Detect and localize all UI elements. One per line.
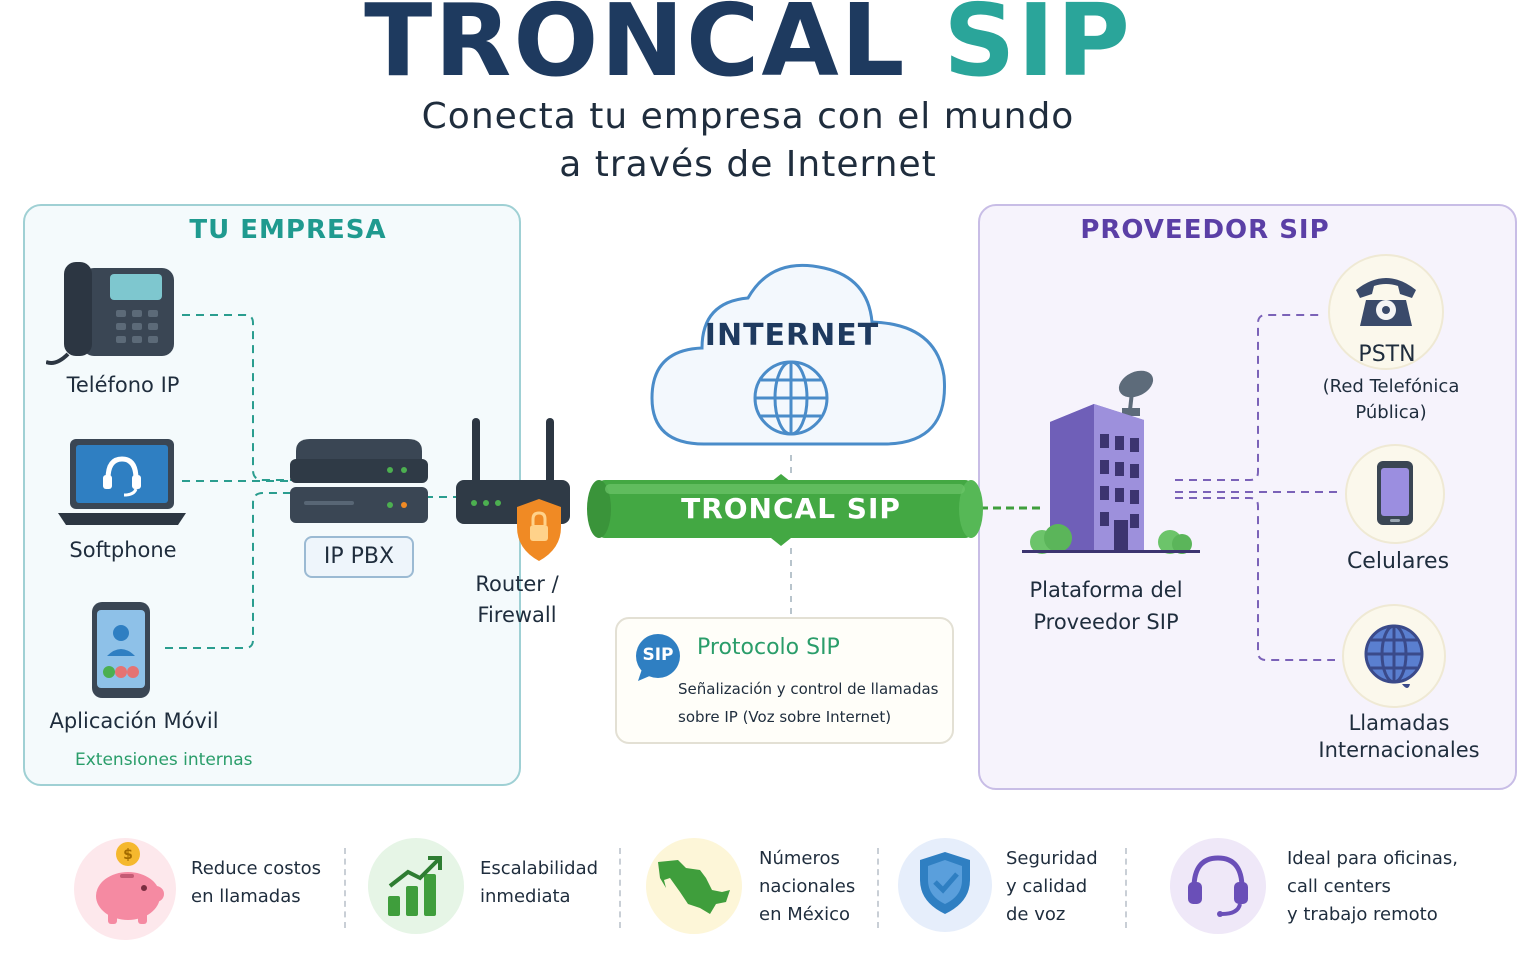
company-panel-title: TU EMPRESA [189,215,387,245]
router-label-line-1: Router / [475,572,559,596]
title-accent: SIP [943,0,1132,99]
benefit-numbers-text: Números nacionales en México [759,845,855,929]
international-label-line-2: Internacionales [1318,738,1480,762]
benefit-remote-line-2: call centers [1287,876,1391,897]
international-label-line-1: Llamadas [1348,711,1450,735]
sip-trunk-label: TRONCAL SIP [681,492,901,525]
benefit-cost-text: Reduce costos en llamadas [191,855,321,911]
rotary-phone-icon [1356,278,1416,326]
benefit-circle-remote [1170,838,1266,934]
benefit-separator [1125,848,1127,928]
benefit-security-text: Seguridad y calidad de voz [1006,845,1098,929]
router-label-line-2: Firewall [477,603,557,627]
laptop-headset-icon [58,439,186,525]
globe-icon [1364,624,1424,688]
pstn-description-line-2: Pública) [1355,402,1427,423]
pbx-server-icon [290,439,428,523]
benefit-scalability-line-2: inmediata [480,886,571,907]
benefit-cost-line-2: en llamadas [191,886,301,907]
sip-protocol-line-2: sobre IP (Voz sobre Internet) [678,708,892,726]
mobile-app-icon [92,602,150,698]
sip-badge-label: SIP [642,645,674,665]
pbx-label: IP PBX [304,536,414,578]
benefit-separator [619,848,621,928]
benefit-separator [344,848,346,928]
mexico-map-icon [658,860,730,914]
ip-phone-label: Teléfono IP [66,373,180,397]
internal-extensions-note: Extensiones internas [75,750,253,770]
benefit-scalability-line-1: Escalabilidad [480,858,599,879]
benefit-remote-line-1: Ideal para oficinas, [1287,848,1458,869]
benefit-security-line-3: de voz [1006,904,1066,925]
headset-icon [1188,855,1248,917]
benefit-numbers-line-1: Números [759,848,840,869]
benefit-security-line-1: Seguridad [1006,848,1098,869]
provider-platform-line-2: Proveedor SIP [1033,610,1179,634]
international-label: Llamadas Internacionales [1316,710,1482,764]
ip-phone-icon [46,262,174,365]
benefit-remote-text: Ideal para oficinas, call centers y trab… [1287,845,1458,929]
sip-protocol-description: Señalización y control de llamadas sobre… [678,675,939,731]
firewall-lock-icon [517,499,561,561]
benefit-cost-line-1: Reduce costos [191,858,322,879]
page-title: TRONCAL SIP [0,0,1496,99]
cellphone-icon [1377,461,1413,525]
connector-mobile-pbx [165,492,292,649]
pstn-description-line-1: (Red Telefónica [1322,376,1460,397]
connector-platform-intl [1175,497,1335,661]
internet-cloud-icon [650,263,946,446]
piggy-bank-icon: $ [96,842,164,924]
connector-platform-pstn [1175,314,1322,481]
provider-panel-title: PROVEEDOR SIP [1080,215,1330,245]
benefit-remote-line-3: y trabajo remoto [1287,904,1438,925]
sip-protocol-line-1: Señalización y control de llamadas [678,680,939,698]
connector-phone-pbx [182,314,292,481]
sip-protocol-box [615,617,954,744]
growth-chart-icon [388,856,442,916]
mobile-app-label: Aplicación Móvil [49,709,219,733]
router-label: Router / Firewall [452,569,582,631]
cellphones-label: Celulares [1346,549,1450,574]
title-main: TRONCAL [364,0,907,99]
benefit-security-line-2: y calidad [1006,876,1088,897]
svg-text:$: $ [123,847,133,863]
benefit-separator [877,848,879,928]
softphone-label: Softphone [69,538,177,562]
sip-badge-icon [636,634,680,681]
subtitle-line-1: Conecta tu empresa con el mundo [421,96,1075,137]
subtitle-line-2: a través de Internet [559,144,937,185]
benefit-numbers-line-2: nacionales [759,876,856,897]
provider-platform-label: Plataforma del Proveedor SIP [1010,574,1202,638]
internet-label: INTERNET [704,318,880,353]
benefit-scalability-text: Escalabilidad inmediata [480,855,598,911]
provider-building-icon [1022,370,1200,554]
sip-protocol-title: Protocolo SIP [697,635,840,660]
sip-trunk-pipe [587,474,983,546]
provider-platform-line-1: Plataforma del [1029,578,1183,602]
pstn-label: PSTN [1358,342,1416,367]
shield-icon [920,852,970,914]
benefit-numbers-line-3: en México [759,904,851,925]
pstn-description: (Red Telefónica Pública) [1306,374,1476,426]
